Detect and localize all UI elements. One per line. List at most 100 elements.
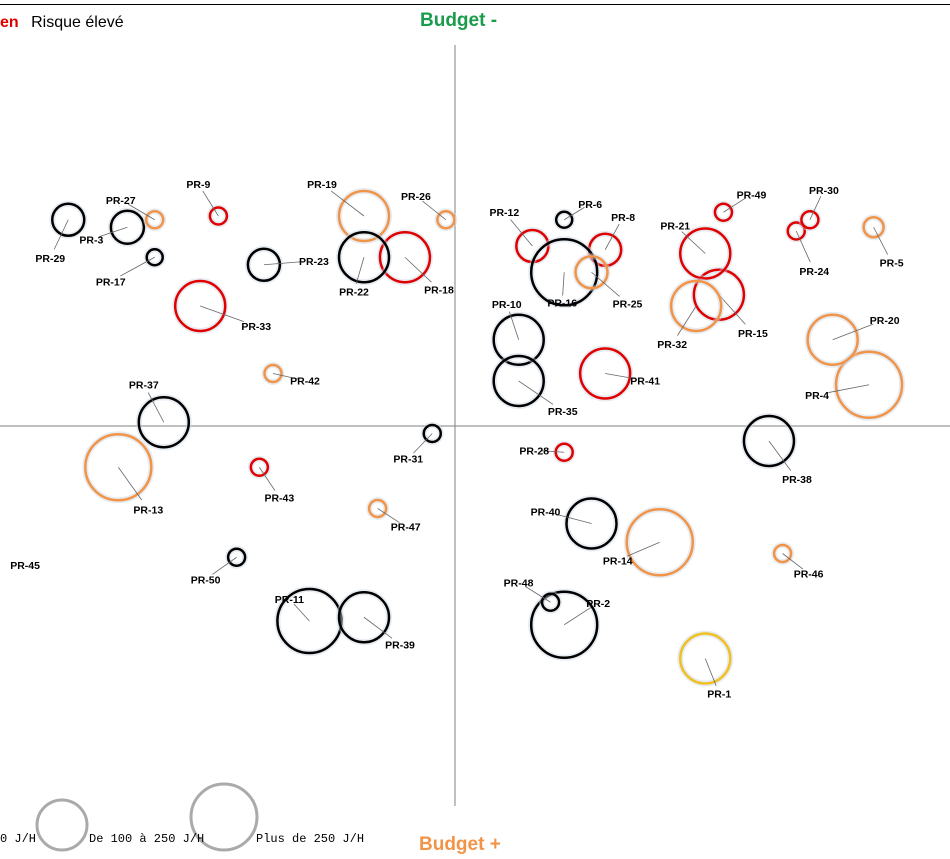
bubble-pr-35 bbox=[492, 354, 545, 408]
bubble-pr-2 bbox=[529, 590, 599, 659]
bubble-pr-26 bbox=[436, 210, 456, 230]
bubble-label-pr-48: PR-48 bbox=[504, 577, 534, 589]
bubble-pr-1 bbox=[679, 632, 732, 685]
bubble-label-pr-26: PR-26 bbox=[401, 191, 431, 203]
size-legend-small-label: 0 J/H bbox=[0, 832, 37, 846]
bubble-pr-23 bbox=[246, 247, 282, 282]
bubble-label-pr-25: PR-25 bbox=[613, 298, 643, 310]
leader-line-pr-19 bbox=[330, 190, 365, 217]
bubble-label-pr-8: PR-8 bbox=[611, 212, 635, 224]
bubble-label-pr-20: PR-20 bbox=[870, 315, 900, 327]
bubble-label-pr-47: PR-47 bbox=[391, 522, 421, 534]
leader-line-pr-38 bbox=[768, 440, 792, 471]
bubble-label-pr-41: PR-41 bbox=[630, 376, 660, 388]
bubble-pr-41 bbox=[578, 347, 632, 400]
leader-line-pr-1 bbox=[704, 658, 717, 686]
bubble-label-pr-14: PR-14 bbox=[603, 555, 633, 567]
bubble-label-pr-43: PR-43 bbox=[264, 492, 294, 504]
bubble-pr-20 bbox=[806, 313, 859, 366]
bubble-pr-5 bbox=[862, 216, 885, 239]
bubble-pr-19 bbox=[337, 189, 391, 243]
bubble-pr-38 bbox=[742, 414, 796, 468]
bubble-label-pr-45: PR-45 bbox=[10, 560, 40, 572]
bubble-pr-10 bbox=[492, 313, 545, 366]
bubble-pr-17 bbox=[145, 248, 164, 267]
bubble-pr-49 bbox=[713, 202, 734, 222]
risk-high-label: Risque élevé bbox=[31, 14, 124, 31]
leader-line-pr-3 bbox=[99, 226, 128, 237]
bubble-label-pr-6: PR-6 bbox=[578, 199, 602, 211]
bubble-pr-50 bbox=[226, 547, 247, 567]
leader-line-pr-28 bbox=[540, 450, 565, 453]
size-legend-medium-label: De 100 à 250 J/H bbox=[89, 832, 205, 846]
bubble-label-pr-49: PR-49 bbox=[737, 189, 767, 201]
bubble-pr-43 bbox=[249, 457, 270, 477]
bubble-label-pr-39: PR-39 bbox=[385, 639, 415, 651]
leader-line-pr-43 bbox=[259, 467, 276, 491]
bubble-label-pr-35: PR-35 bbox=[548, 406, 578, 418]
bubble-label-pr-4: PR-4 bbox=[805, 390, 829, 402]
leader-line-pr-4 bbox=[828, 384, 870, 393]
bubble-pr-15 bbox=[692, 268, 746, 321]
bubble-pr-28 bbox=[554, 442, 574, 462]
bubble-pr-42 bbox=[263, 363, 283, 384]
bubble-label-pr-3: PR-3 bbox=[79, 234, 103, 246]
bubble-label-pr-42: PR-42 bbox=[290, 376, 320, 388]
leader-line-pr-32 bbox=[677, 305, 697, 336]
bubble-label-pr-9: PR-9 bbox=[186, 179, 210, 191]
leader-line-pr-48 bbox=[525, 586, 551, 603]
bubble-label-pr-15: PR-15 bbox=[738, 328, 768, 340]
bubble-pr-27 bbox=[144, 210, 165, 230]
leader-line-pr-8 bbox=[604, 223, 620, 250]
bubble-pr-13 bbox=[84, 433, 153, 502]
bubble-label-pr-13: PR-13 bbox=[133, 504, 163, 516]
bubble-label-pr-29: PR-29 bbox=[35, 253, 65, 265]
bubble-label-pr-28: PR-28 bbox=[519, 445, 549, 457]
leader-line-pr-13 bbox=[117, 467, 143, 501]
bubble-label-pr-32: PR-32 bbox=[657, 339, 687, 351]
bubble-label-pr-2: PR-2 bbox=[586, 598, 610, 610]
bubble-pr-32 bbox=[669, 279, 723, 333]
bubbles-group: PR-1PR-2PR-3PR-4PR-5PR-6PR-8PR-9PR-10PR-… bbox=[10, 179, 906, 701]
bubble-pr-24 bbox=[786, 221, 806, 241]
leader-line-pr-29 bbox=[53, 219, 69, 250]
bubble-pr-16 bbox=[529, 238, 599, 307]
leader-line-pr-10 bbox=[508, 311, 520, 340]
leader-line-pr-41 bbox=[605, 373, 637, 380]
leader-line-pr-33 bbox=[200, 305, 245, 322]
leader-line-pr-31 bbox=[413, 433, 433, 454]
bubble-label-pr-10: PR-10 bbox=[492, 299, 522, 311]
bubble-pr-22 bbox=[337, 231, 391, 284]
bubble-pr-3 bbox=[109, 209, 146, 245]
leader-line-pr-24 bbox=[795, 230, 811, 263]
leader-line-pr-49 bbox=[723, 197, 746, 213]
leader-line-pr-21 bbox=[681, 231, 706, 254]
leader-line-pr-2 bbox=[563, 607, 591, 626]
leader-line-pr-30 bbox=[809, 196, 822, 220]
leader-line-pr-46 bbox=[782, 553, 804, 570]
leader-line-pr-25 bbox=[591, 271, 620, 297]
bubble-label-pr-5: PR-5 bbox=[880, 257, 904, 269]
leader-line-pr-15 bbox=[718, 294, 746, 325]
bubble-label-pr-11: PR-11 bbox=[275, 594, 304, 606]
bubble-pr-6 bbox=[554, 210, 574, 229]
leader-line-pr-42 bbox=[272, 373, 299, 380]
bubble-pr-47 bbox=[367, 498, 388, 519]
risk-medium-label: en bbox=[0, 14, 19, 31]
leader-line-pr-27 bbox=[127, 203, 155, 221]
leader-line-pr-11 bbox=[293, 603, 310, 622]
bubble-label-pr-22: PR-22 bbox=[339, 286, 369, 298]
bubble-label-pr-23: PR-23 bbox=[299, 256, 329, 268]
leader-line-pr-26 bbox=[422, 200, 447, 221]
bubble-label-pr-19: PR-19 bbox=[307, 179, 337, 191]
leader-line-pr-50 bbox=[212, 556, 237, 575]
bubble-label-pr-12: PR-12 bbox=[489, 207, 519, 219]
budget-plus-label: Budget + bbox=[419, 834, 501, 855]
leader-line-pr-18 bbox=[404, 256, 432, 283]
leader-line-pr-17 bbox=[120, 256, 155, 277]
bubble-pr-46 bbox=[772, 543, 793, 564]
bubble-label-pr-16: PR-16 bbox=[547, 297, 577, 309]
leader-line-pr-12 bbox=[510, 219, 533, 247]
bubble-label-pr-46: PR-46 bbox=[794, 569, 824, 581]
top-border bbox=[0, 4, 950, 5]
